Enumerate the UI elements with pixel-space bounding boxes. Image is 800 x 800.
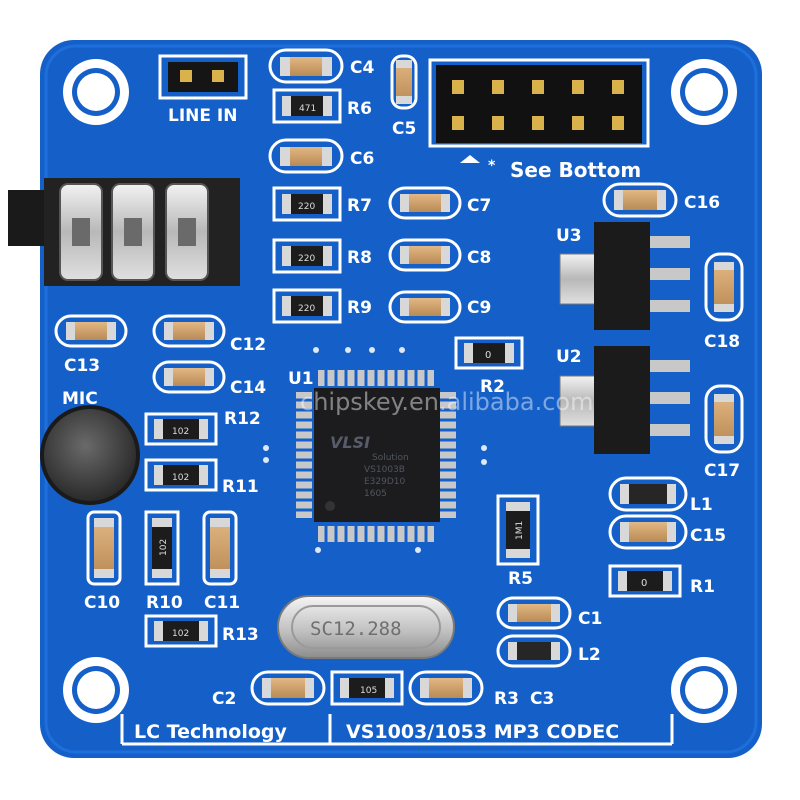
labels-r6-text: R6 xyxy=(347,99,372,119)
labels-r2-text: R2 xyxy=(480,377,505,397)
microphone xyxy=(44,409,136,501)
labels-l2-text: L2 xyxy=(578,645,601,665)
mount-hole-bl xyxy=(63,657,129,723)
labels-r10-text: R10 xyxy=(146,593,183,613)
markings-r6-text: 471 xyxy=(299,104,316,114)
labels-c16-text: C16 xyxy=(684,193,720,213)
mic-label: MIC xyxy=(62,389,98,409)
labels-c5-text: C5 xyxy=(392,119,416,139)
markings-r9-text: 220 xyxy=(298,304,315,314)
crystal-oscillator: SC12.288 xyxy=(277,595,455,659)
markings-crystal-text: SC12.288 xyxy=(310,618,402,640)
labels-u3-text: U3 xyxy=(556,226,582,246)
labels-c14-text: C14 xyxy=(230,378,266,398)
chip-logo-text: VLSI xyxy=(330,433,370,452)
markings-r2-text: 0 xyxy=(485,350,491,361)
silkscreen-text: * xyxy=(488,158,496,174)
labels-c7-text: C7 xyxy=(467,196,491,216)
labels-r11-text: R11 xyxy=(222,477,259,497)
mount-hole-tl xyxy=(63,59,129,125)
see-bottom-label: See Bottom xyxy=(510,158,641,182)
labels-u2-text: U2 xyxy=(556,347,582,367)
labels-c10-text: C10 xyxy=(84,593,120,613)
labels-c18-text: C18 xyxy=(704,332,740,352)
labels-r7-text: R7 xyxy=(347,196,372,216)
chip-line2-text: VS1003B xyxy=(364,465,405,475)
labels-l1-text: L1 xyxy=(690,495,713,515)
labels-c3-text: C3 xyxy=(530,689,554,709)
markings-r7-text: 220 xyxy=(298,202,315,212)
markings-r3-text: 105 xyxy=(360,686,377,696)
u3-regulator xyxy=(559,222,690,330)
labels-c4-text: C4 xyxy=(350,58,374,78)
labels-r5-text: R5 xyxy=(508,569,533,589)
labels-c15-text: C15 xyxy=(690,526,726,546)
mount-hole-br xyxy=(671,657,737,723)
brand-label: LC Technology xyxy=(134,721,288,743)
labels-r9-text: R9 xyxy=(347,298,372,318)
markings-r11-text: 102 xyxy=(172,473,189,483)
u2-regulator xyxy=(559,346,690,454)
labels-c6-text: C6 xyxy=(350,149,374,169)
labels-c13-text: C13 xyxy=(64,356,100,376)
mount-hole-tr xyxy=(671,59,737,125)
markings-r12-text: 102 xyxy=(172,427,189,437)
labels-r3-text: R3 xyxy=(494,689,519,709)
labels-r8-text: R8 xyxy=(347,248,372,268)
product-label: VS1003/1053 MP3 CODEC xyxy=(346,721,619,743)
chip-line3-text: E329D10 xyxy=(364,477,406,487)
chip-line1-text: Solution xyxy=(372,453,409,463)
labels-c8-text: C8 xyxy=(467,248,491,268)
labels-c11-text: C11 xyxy=(204,593,240,613)
markings-r5-text: 1M1 xyxy=(515,521,525,540)
labels-c9-text: C9 xyxy=(467,298,491,318)
line-in-label: LINE IN xyxy=(168,106,237,126)
vs1003-chip: VLSI Solution VS1003B E329D10 1605 xyxy=(296,370,456,542)
labels-r12-text: R12 xyxy=(224,409,261,429)
labels-r1-text: R1 xyxy=(690,577,715,597)
u1-label: U1 xyxy=(288,369,314,389)
labels-c1-text: C1 xyxy=(578,609,602,629)
markings-r13-text: 102 xyxy=(172,629,189,639)
markings-r8-text: 220 xyxy=(298,254,315,264)
labels-c12-text: C12 xyxy=(230,335,266,355)
watermark-text: chipskey.en.alibaba.com xyxy=(300,388,593,416)
markings-r10-text: 102 xyxy=(159,539,169,556)
markings-r1-text: 0 xyxy=(641,578,647,589)
labels-r13-text: R13 xyxy=(222,625,259,645)
labels-c17-text: C17 xyxy=(704,461,740,481)
chip-line4-text: 1605 xyxy=(364,489,387,499)
labels-c2-text: C2 xyxy=(212,689,236,709)
